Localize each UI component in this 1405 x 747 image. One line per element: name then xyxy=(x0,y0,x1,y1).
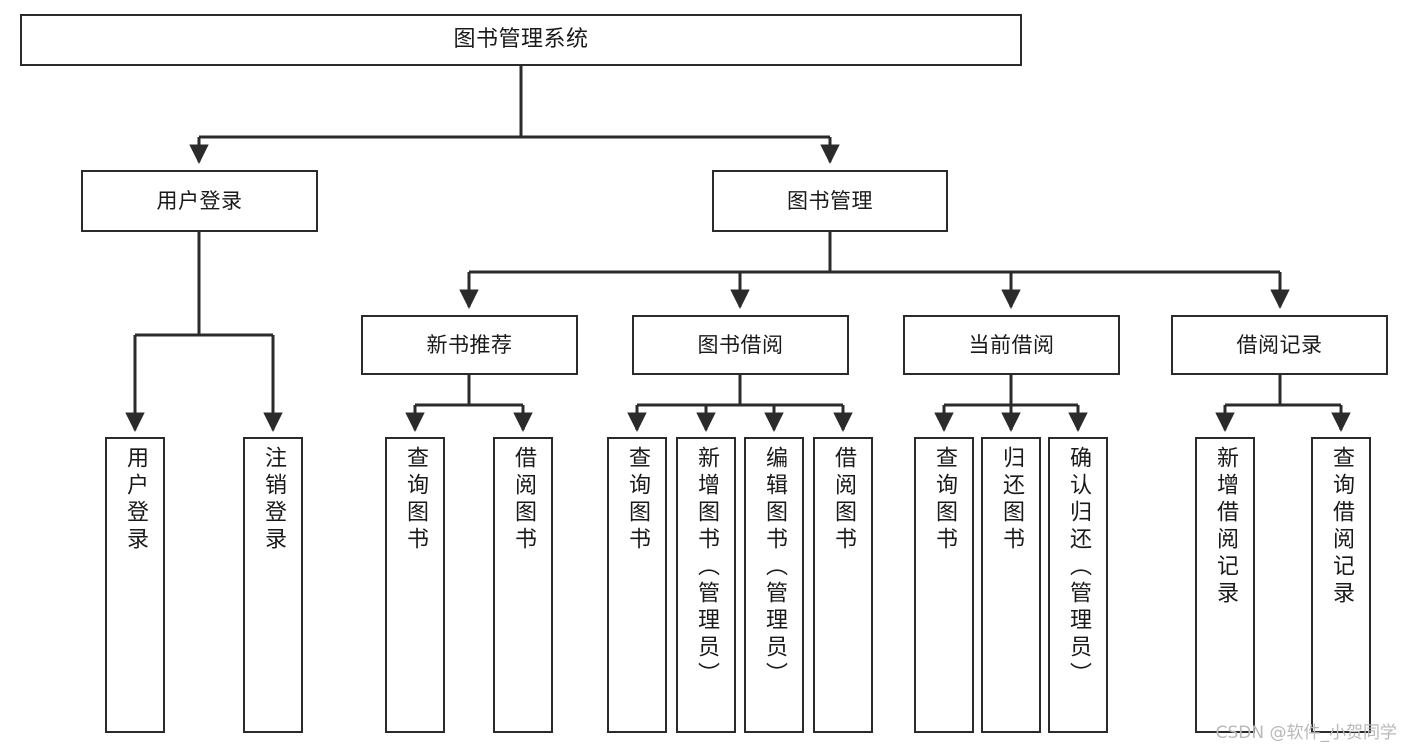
node-book-manage[interactable]: 图书管理 xyxy=(712,170,948,232)
node-leaf-edit-book[interactable]: 编辑图书（管理员） xyxy=(744,437,804,733)
node-leaf-user-login[interactable]: 用户登录 xyxy=(105,437,165,733)
node-leaf-confirm-return[interactable]: 确认归还（管理员） xyxy=(1048,437,1108,733)
node-label: 图书借阅 xyxy=(697,332,784,357)
node-label: 注销登录 xyxy=(261,446,286,554)
node-label: 确认归还（管理员） xyxy=(1066,446,1091,689)
node-label: 查询图书 xyxy=(403,446,428,554)
node-label: 图书管理 xyxy=(787,188,873,213)
node-leaf-query-record[interactable]: 查询借阅记录 xyxy=(1311,437,1371,733)
node-label: 查询图书 xyxy=(932,446,957,554)
node-leaf-user-logout[interactable]: 注销登录 xyxy=(243,437,303,733)
node-label: 用户登录 xyxy=(123,446,148,554)
node-leaf-borrow-book-2[interactable]: 借阅图书 xyxy=(813,437,873,733)
node-label: 图书管理系统 xyxy=(453,27,589,53)
node-new-book-recommend[interactable]: 新书推荐 xyxy=(361,315,578,375)
node-user-login[interactable]: 用户登录 xyxy=(81,170,318,232)
node-label: 用户登录 xyxy=(156,188,243,213)
node-leaf-query-book-1[interactable]: 查询图书 xyxy=(385,437,445,733)
watermark: CSDN @软件_小贺同学 xyxy=(1215,723,1397,743)
node-label: 借阅记录 xyxy=(1236,332,1323,357)
node-label: 借阅图书 xyxy=(831,446,856,554)
node-current-borrow[interactable]: 当前借阅 xyxy=(903,315,1120,375)
node-borrow-record[interactable]: 借阅记录 xyxy=(1171,315,1388,375)
node-leaf-add-book[interactable]: 新增图书（管理员） xyxy=(676,437,736,733)
node-label: 新书推荐 xyxy=(426,332,513,357)
node-label: 借阅图书 xyxy=(511,446,536,554)
node-leaf-query-book-2[interactable]: 查询图书 xyxy=(607,437,667,733)
node-label: 编辑图书（管理员） xyxy=(762,446,787,689)
node-leaf-query-book-3[interactable]: 查询图书 xyxy=(914,437,974,733)
node-leaf-return-book[interactable]: 归还图书 xyxy=(981,437,1041,733)
node-label: 归还图书 xyxy=(999,446,1024,554)
node-root-system[interactable]: 图书管理系统 xyxy=(20,14,1022,66)
node-book-borrow[interactable]: 图书借阅 xyxy=(632,315,849,375)
node-label: 查询图书 xyxy=(625,446,650,554)
node-leaf-borrow-book-1[interactable]: 借阅图书 xyxy=(493,437,553,733)
node-leaf-add-record[interactable]: 新增借阅记录 xyxy=(1195,437,1255,733)
node-label: 新增借阅记录 xyxy=(1213,446,1238,608)
node-label: 当前借阅 xyxy=(968,332,1055,357)
node-label: 新增图书（管理员） xyxy=(694,446,719,689)
node-label: 查询借阅记录 xyxy=(1329,446,1354,608)
